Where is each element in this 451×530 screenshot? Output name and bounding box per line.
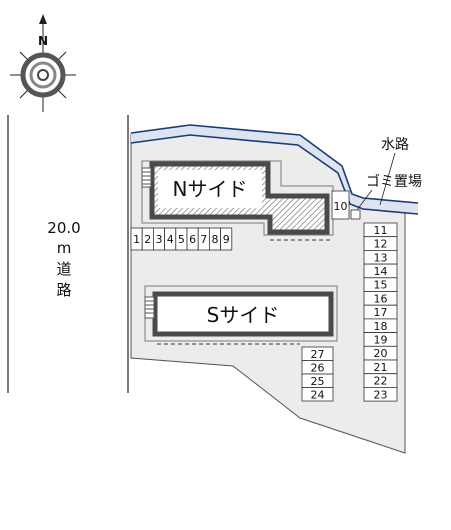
- waterway-edge-north: [130, 124, 419, 204]
- garbage-leader: [356, 189, 373, 211]
- north-building-label-bg: [158, 170, 262, 208]
- waterway-leader: [379, 152, 396, 206]
- parking-space-15-label: 15: [374, 279, 388, 292]
- parking-space-5-label: 5: [178, 233, 185, 246]
- parking-space-3-label: 3: [156, 233, 163, 246]
- south-building-label: Sサイド: [207, 303, 280, 327]
- parking-space-26-label: 26: [311, 361, 325, 374]
- north-stairs-icon: [141, 167, 152, 188]
- north-building-label: Nサイド: [173, 177, 248, 201]
- parking-space-9-box: [220, 227, 233, 251]
- road-char-1: 道: [56, 260, 71, 278]
- road-char-2: 路: [56, 281, 71, 299]
- north-building-outline: [141, 160, 334, 236]
- waterway-edge-south: [130, 134, 419, 215]
- parking-space-14-label: 14: [374, 265, 388, 278]
- parking-space-9-label: 9: [223, 233, 230, 246]
- parking-space-7-label: 7: [200, 233, 207, 246]
- garbage-box: [350, 209, 361, 220]
- road-width-unit: m: [57, 239, 72, 257]
- parking-space-1-label: 1: [133, 233, 140, 246]
- waterway-label: 水路: [381, 137, 409, 153]
- parking-space-27-label: 27: [311, 348, 325, 361]
- parking-space-24-label: 24: [311, 388, 325, 401]
- parking-space-13-label: 13: [374, 251, 388, 264]
- parking-space-18-label: 18: [374, 320, 388, 333]
- parking-space-8-label: 8: [212, 233, 219, 246]
- parking-space-21-label: 21: [374, 361, 388, 374]
- compass-icon: N: [10, 14, 76, 112]
- parking-space-20-label: 20: [374, 347, 388, 360]
- road-width-value: 20.0: [47, 219, 80, 237]
- parking-space-4-label: 4: [167, 233, 174, 246]
- parking-space-24-box: [301, 387, 334, 402]
- south-building: [152, 291, 334, 337]
- parking-space-19-label: 19: [374, 333, 388, 346]
- parking-space-6-label: 6: [189, 233, 196, 246]
- parking-space-11-label: 11: [374, 224, 388, 237]
- parking-space-2-label: 2: [144, 233, 151, 246]
- space-10-label: 10: [334, 200, 348, 213]
- garbage-label: ゴミ置場: [366, 173, 422, 190]
- parking-space-23-label: 23: [374, 388, 388, 401]
- parking-space-16-label: 16: [374, 292, 388, 305]
- parking-space-17-label: 17: [374, 306, 388, 319]
- parking-space-22-label: 22: [374, 375, 388, 388]
- south-stairs-icon: [144, 296, 155, 319]
- compass-north-letter: N: [38, 34, 48, 48]
- parking-space-25-label: 25: [311, 375, 325, 388]
- parking-space-23-box: [363, 386, 398, 402]
- space-10-box: [331, 190, 350, 220]
- parking-space-12-label: 12: [374, 238, 388, 251]
